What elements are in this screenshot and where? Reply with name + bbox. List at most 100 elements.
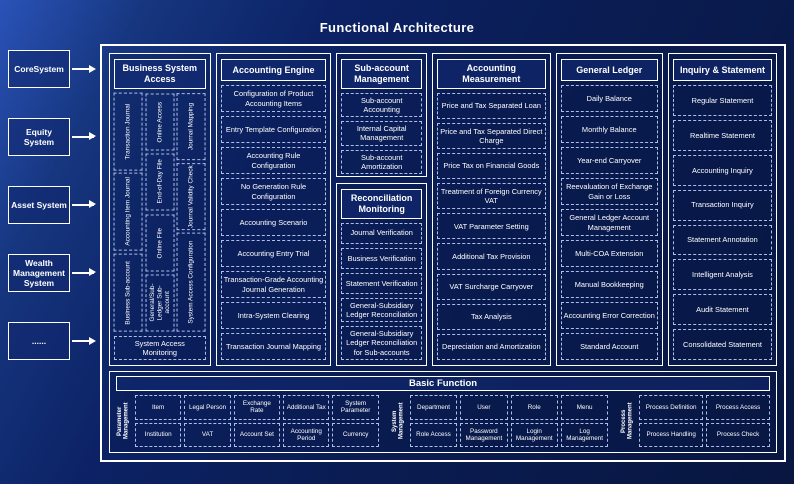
feature-item: Additional Tax [283, 395, 330, 420]
feature-item: Accounting Rule Configuration [220, 147, 327, 174]
feature-item: System Access Configuration [177, 232, 206, 332]
parameter-management-items: Item Legal Person Exchange Rate Addition… [135, 395, 379, 447]
column-header-general-ledger: General Ledger [560, 59, 658, 81]
process-management-items: Process Definition Process Access Proces… [639, 395, 771, 447]
feature-item: Transaction Inquiry [672, 189, 773, 221]
feature-item: Log Management [560, 422, 609, 447]
feature-item: Institution [135, 422, 182, 447]
feature-item: System Access Monitoring [114, 335, 206, 360]
item-row: Item Legal Person Exchange Rate Addition… [135, 395, 379, 420]
source-system-core: CoreSystem [8, 50, 70, 88]
feature-item: Process Handling [639, 422, 704, 447]
bsa-subcolumn: Journal Mapping Journal Validity Check S… [177, 92, 206, 332]
item-row: Process Handling Process Check [639, 422, 771, 447]
source-system-row: Asset System [8, 185, 102, 224]
flow-arrow-icon [72, 268, 96, 277]
feature-item: Sub-account Amortization [341, 149, 423, 175]
item-row: Process Definition Process Access [639, 395, 771, 420]
feature-item: Password Management [460, 422, 508, 447]
feature-item: Sub-account Accounting [341, 92, 423, 118]
feature-item: Realtime Statement [672, 119, 773, 151]
feature-item: Account Set [233, 422, 281, 447]
feature-item: Intelligent Analysis [672, 259, 773, 291]
feature-item: Reevaluation of Exchange Gain or Loss [560, 178, 658, 205]
feature-item: No Generation Rule Configuration [220, 178, 327, 205]
feature-item: Internal Capital Management [341, 121, 423, 146]
feature-item: Regular Statement [672, 85, 773, 116]
feature-item: Exchange Rate [233, 395, 281, 420]
feature-item: Business Sub-account [114, 253, 143, 332]
process-management-group: Process Management Process Definition Pr… [620, 395, 771, 447]
feature-item: Audit Statement [672, 294, 773, 326]
module-columns: Business System Access Transaction Journ… [109, 53, 778, 366]
feature-item: Online Access [145, 92, 175, 151]
sub-account-management-section: Sub-account Management Sub-account Accou… [336, 53, 428, 177]
bsa-subcolumn: Transaction Journal Accounting Item Jour… [114, 92, 143, 332]
feature-item: Entry Template Configuration [220, 116, 327, 143]
basic-function-header: Basic Function [116, 376, 770, 391]
flow-arrow-icon [72, 336, 96, 345]
feature-item: Statement Annotation [672, 224, 773, 256]
feature-item: Department [409, 395, 458, 420]
basic-function-section: Basic Function Parameter Management Item… [109, 371, 777, 453]
feature-item: Process Definition [639, 395, 704, 420]
feature-item: Process Check [706, 422, 771, 447]
feature-item: End-of-Day File [145, 153, 175, 211]
feature-item: Accounting Period [283, 422, 330, 447]
item-row: Institution VAT Account Set Accounting P… [135, 422, 379, 447]
accounting-measurement-column: Accounting Measurement Price and Tax Sep… [432, 53, 551, 366]
feature-item: Currency [332, 422, 379, 447]
source-systems-panel: CoreSystem Equity System Asset System We… [8, 50, 102, 360]
source-system-asset: Asset System [8, 185, 70, 224]
feature-item: General Ledger Account Management [560, 209, 658, 236]
feature-item: Additional Tax Provision [437, 243, 546, 270]
feature-item: Transaction-Grade Accounting Journal Gen… [220, 271, 327, 298]
inquiry-statement-column: Inquiry & Statement Regular Statement Re… [667, 53, 778, 366]
feature-item: Price and Tax Separated Direct Charge [437, 122, 546, 149]
basic-function-groups: Parameter Management Item Legal Person E… [116, 395, 771, 447]
flow-arrow-icon [72, 64, 96, 73]
source-system-others: ...... [8, 322, 70, 360]
feature-item: Multi-COA Extension [560, 240, 658, 267]
source-system-wealth: Wealth Management System [8, 253, 70, 293]
feature-item: Tax Analysis [437, 303, 546, 330]
feature-item: General-Subsidiary Ledger Reconciliation [341, 297, 423, 323]
feature-item: Monthly Balance [560, 116, 658, 143]
feature-item: Daily Balance [560, 85, 658, 112]
feature-item: Standard Account [560, 333, 658, 360]
accounting-engine-column: Accounting Engine Configuration of Produ… [215, 53, 332, 366]
feature-item: Process Access [706, 395, 771, 420]
source-system-row: ...... [8, 322, 102, 360]
system-management-group: System Management Department User Role M… [391, 395, 609, 447]
business-system-access-column: Business System Access Transaction Journ… [109, 53, 211, 366]
bsa-subcolumn: Online Access End-of-Day File Online Fil… [145, 92, 175, 332]
feature-item: Login Management [510, 422, 558, 447]
feature-item: General-Subsidiary Ledger Reconciliation… [341, 326, 423, 360]
architecture-container: Business System Access Transaction Journ… [100, 44, 786, 462]
sub-account-reconciliation-column: Sub-account Management Sub-account Accou… [336, 53, 428, 366]
parameter-management-group: Parameter Management Item Legal Person E… [116, 395, 379, 447]
feature-item: Accounting Entry Trial [220, 240, 327, 267]
feature-item: Manual Bookkeeping [560, 271, 658, 298]
feature-item: Transaction Journal Mapping [220, 333, 327, 360]
feature-item: Journal Verification [341, 222, 423, 244]
feature-item: Year-end Carryover [560, 147, 658, 174]
general-ledger-column: General Ledger Daily Balance Monthly Bal… [555, 53, 663, 366]
flow-arrow-icon [72, 200, 96, 209]
feature-item: Intra-System Clearing [220, 302, 327, 329]
system-management-label: System Management [391, 402, 405, 440]
column-header-business-system-access: Business System Access [114, 59, 206, 89]
feature-item: Transaction Journal [114, 92, 143, 171]
feature-item: Role [510, 395, 558, 420]
column-header-inquiry-statement: Inquiry & Statement [672, 59, 773, 81]
reconciliation-monitoring-section: Reconciliation Monitoring Journal Verifi… [336, 182, 428, 366]
feature-item: General/Sub-Ledger Sub-account [145, 274, 175, 332]
flow-arrow-icon [72, 132, 96, 141]
feature-item: Journal Mapping [177, 92, 206, 160]
feature-item: VAT Parameter Setting [437, 213, 546, 240]
page-title: Functional Architecture [319, 20, 475, 35]
feature-item: Configuration of Product Accounting Item… [220, 85, 327, 112]
system-management-items: Department User Role Menu Role Access Pa… [409, 395, 609, 447]
parameter-management-label: Parameter Management [116, 402, 130, 440]
source-system-row: Wealth Management System [8, 253, 102, 293]
